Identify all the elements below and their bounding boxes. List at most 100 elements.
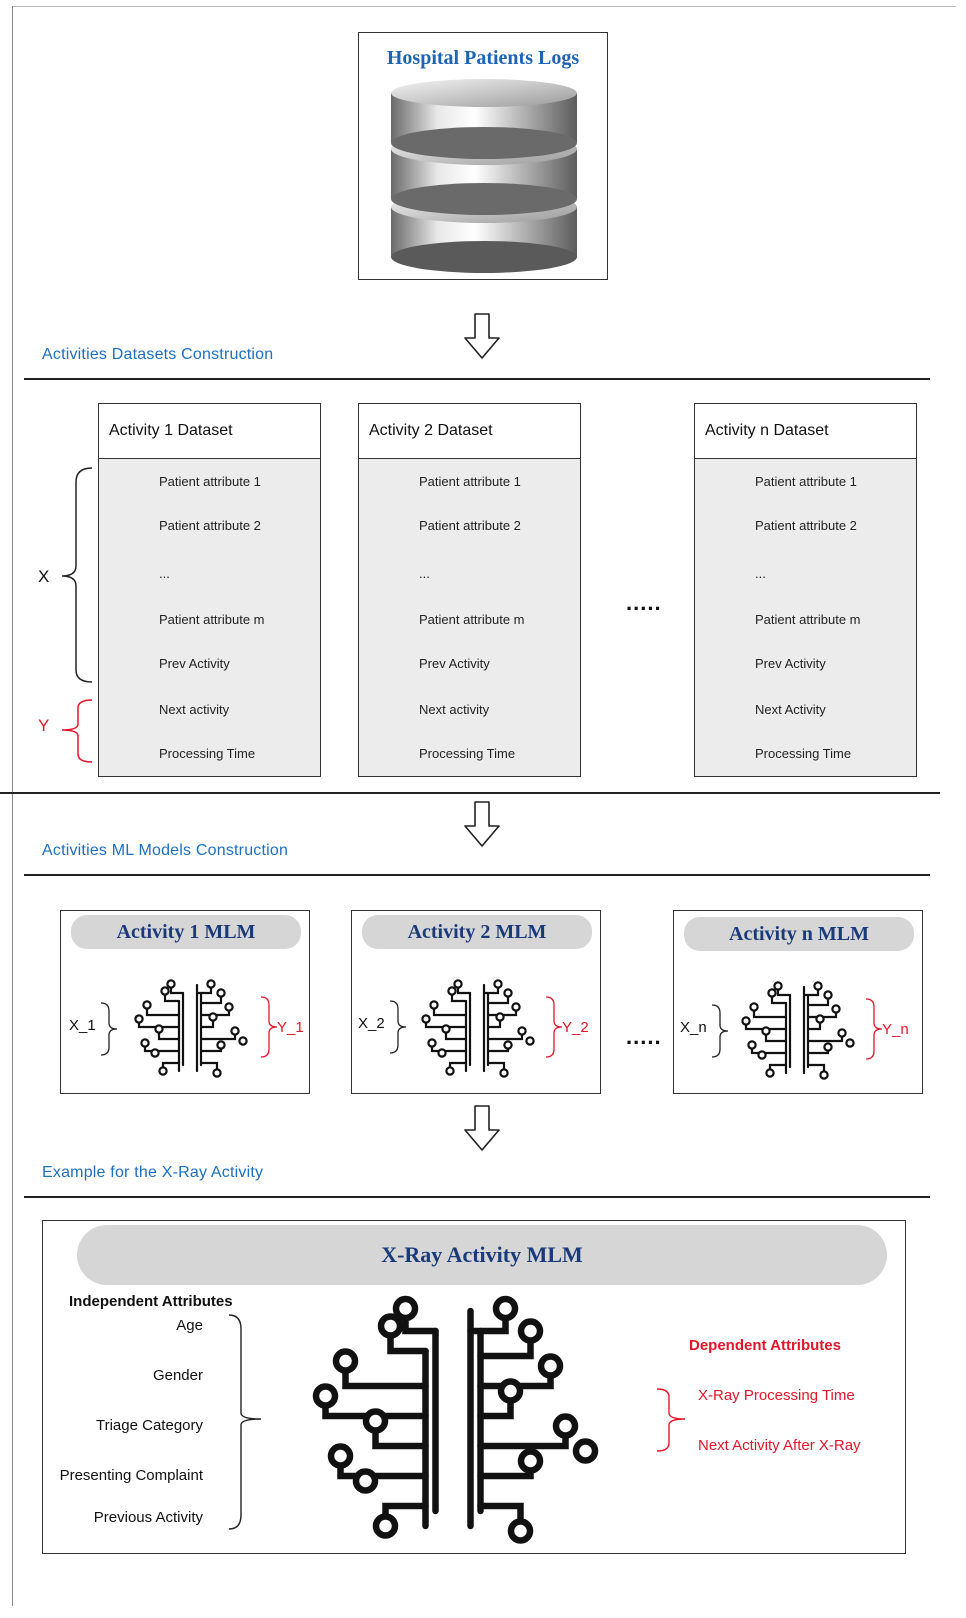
xray-model-card: X-Ray Activity MLM Independent Attribute… xyxy=(42,1220,906,1554)
circuit-node xyxy=(511,1002,521,1012)
dataset-row: Patient attribute m xyxy=(159,612,265,627)
circuit-node xyxy=(572,1438,599,1464)
independent-brace-icon xyxy=(228,1314,262,1530)
dataset-title: Activity n Dataset xyxy=(705,422,829,439)
database-title: Hospital Patients Logs xyxy=(386,47,580,69)
outer-frame-top xyxy=(12,6,956,7)
dependent-attribute: Next Activity After X-Ray xyxy=(698,1437,861,1454)
circuit-node xyxy=(441,1024,451,1034)
circuit-node xyxy=(212,1068,222,1078)
circuit-line xyxy=(143,1043,181,1053)
circuit-node xyxy=(815,1014,825,1024)
model-card-n: Activity n MLM X_n Y_n xyxy=(673,910,923,1094)
circuit-node xyxy=(206,979,216,989)
down-arrow-icon xyxy=(464,801,500,847)
dataset-row: Next Activity xyxy=(755,702,826,717)
section-label-example: Example for the X-Ray Activity xyxy=(42,1164,264,1181)
independent-attribute: Triage Category xyxy=(96,1417,203,1434)
dataset-row: Patient attribute m xyxy=(755,612,861,627)
xray-title-pill: X-Ray Activity MLM xyxy=(77,1225,887,1285)
dataset-row: Patient attribute 2 xyxy=(159,518,261,533)
circuit-line xyxy=(145,1005,181,1017)
ellipsis-models: ..... xyxy=(626,1024,662,1049)
x-bracket-label: X xyxy=(38,567,50,586)
circuit-node xyxy=(747,1040,757,1050)
dataset-row: ... xyxy=(419,566,430,581)
circuit-node xyxy=(327,1443,354,1469)
dependent-brace-icon xyxy=(656,1388,686,1452)
circuit-node xyxy=(437,1048,447,1058)
circuit-node xyxy=(823,1042,833,1052)
circuit-node xyxy=(352,1468,379,1494)
circuit-node xyxy=(216,988,226,998)
dataset-row: ... xyxy=(159,566,170,581)
dataset-row: Patient attribute 2 xyxy=(755,518,857,533)
circuit-node xyxy=(429,1000,439,1010)
brace-icon xyxy=(865,998,883,1060)
xray-title: X-Ray Activity MLM xyxy=(381,1242,583,1267)
down-arrow-icon xyxy=(464,313,500,359)
dataset-row: ... xyxy=(755,566,766,581)
circuit-node xyxy=(495,1012,505,1022)
circuit-node xyxy=(517,1318,544,1344)
neural-network-icon xyxy=(134,979,248,1078)
dataset-card-n: Activity n Dataset Patient attribute 1 P… xyxy=(694,403,917,777)
model-card-1: Activity 1 MLM X_1 Y_1 xyxy=(60,910,310,1094)
y-bracket xyxy=(61,699,93,763)
circuit-node xyxy=(503,1040,513,1050)
circuit-node xyxy=(525,1036,535,1046)
circuit-node xyxy=(819,1070,829,1080)
circuit-node xyxy=(216,1040,226,1050)
circuit-node xyxy=(537,1353,564,1379)
circuit-line xyxy=(486,1031,524,1041)
circuit-node xyxy=(166,979,176,989)
circuit-node xyxy=(497,1378,524,1404)
dataset-title: Activity 2 Dataset xyxy=(369,422,493,439)
section-label-models: Activities ML Models Construction xyxy=(42,842,289,859)
circuit-node xyxy=(160,986,170,996)
x-bracket xyxy=(61,467,93,683)
divider-line xyxy=(24,378,930,380)
dataset-row: Next activity xyxy=(159,702,230,717)
dataset-header: Activity 2 Dataset xyxy=(359,404,580,459)
dependent-attribute: X-Ray Processing Time xyxy=(698,1387,855,1404)
dataset-row: Patient attribute 1 xyxy=(419,474,521,489)
circuit-node xyxy=(765,1068,775,1078)
circuit-line xyxy=(432,1005,468,1017)
brace-icon xyxy=(545,996,563,1058)
circuit-node xyxy=(372,1513,399,1539)
dataset-row: Patient attribute 2 xyxy=(419,518,521,533)
model-title: Activity 2 MLM xyxy=(407,921,547,943)
model-card-2: Activity 2 MLM X_2 Y_2 xyxy=(351,910,601,1094)
circuit-node xyxy=(831,1004,841,1014)
independent-attributes-header: Independent Attributes xyxy=(69,1293,233,1310)
model-title: Activity 1 MLM xyxy=(116,921,256,943)
circuit-line xyxy=(477,1427,569,1450)
circuit-node xyxy=(503,988,513,998)
circuit-node xyxy=(823,990,833,1000)
circuit-node xyxy=(837,1028,847,1038)
independent-attribute: Presenting Complaint xyxy=(59,1467,203,1484)
circuit-node xyxy=(230,1026,240,1036)
brace-icon xyxy=(711,1004,729,1058)
circuit-node xyxy=(150,1048,160,1058)
database-icon xyxy=(391,79,577,273)
dataset-row: Prev Activity xyxy=(755,656,826,671)
circuit-line xyxy=(750,1045,788,1055)
dataset-card-1: Activity 1 Dataset Patient attribute 1 P… xyxy=(98,403,321,777)
circuit-node xyxy=(517,1026,527,1036)
circuit-line xyxy=(337,1457,429,1480)
circuit-node xyxy=(492,1295,519,1322)
dataset-header: Activity n Dataset xyxy=(695,404,916,459)
circuit-node xyxy=(499,1068,509,1078)
database-box: Hospital Patients Logs xyxy=(358,32,608,280)
divider-line xyxy=(24,1196,930,1198)
brace-icon xyxy=(260,996,278,1058)
circuit-node xyxy=(493,979,503,989)
circuit-node xyxy=(749,1002,759,1012)
model-title-pill: Activity 2 MLM xyxy=(362,915,592,949)
circuit-node xyxy=(392,1295,419,1322)
dataset-row: Patient attribute 1 xyxy=(755,474,857,489)
circuit-node xyxy=(761,1026,771,1036)
circuit-node xyxy=(845,1038,855,1048)
